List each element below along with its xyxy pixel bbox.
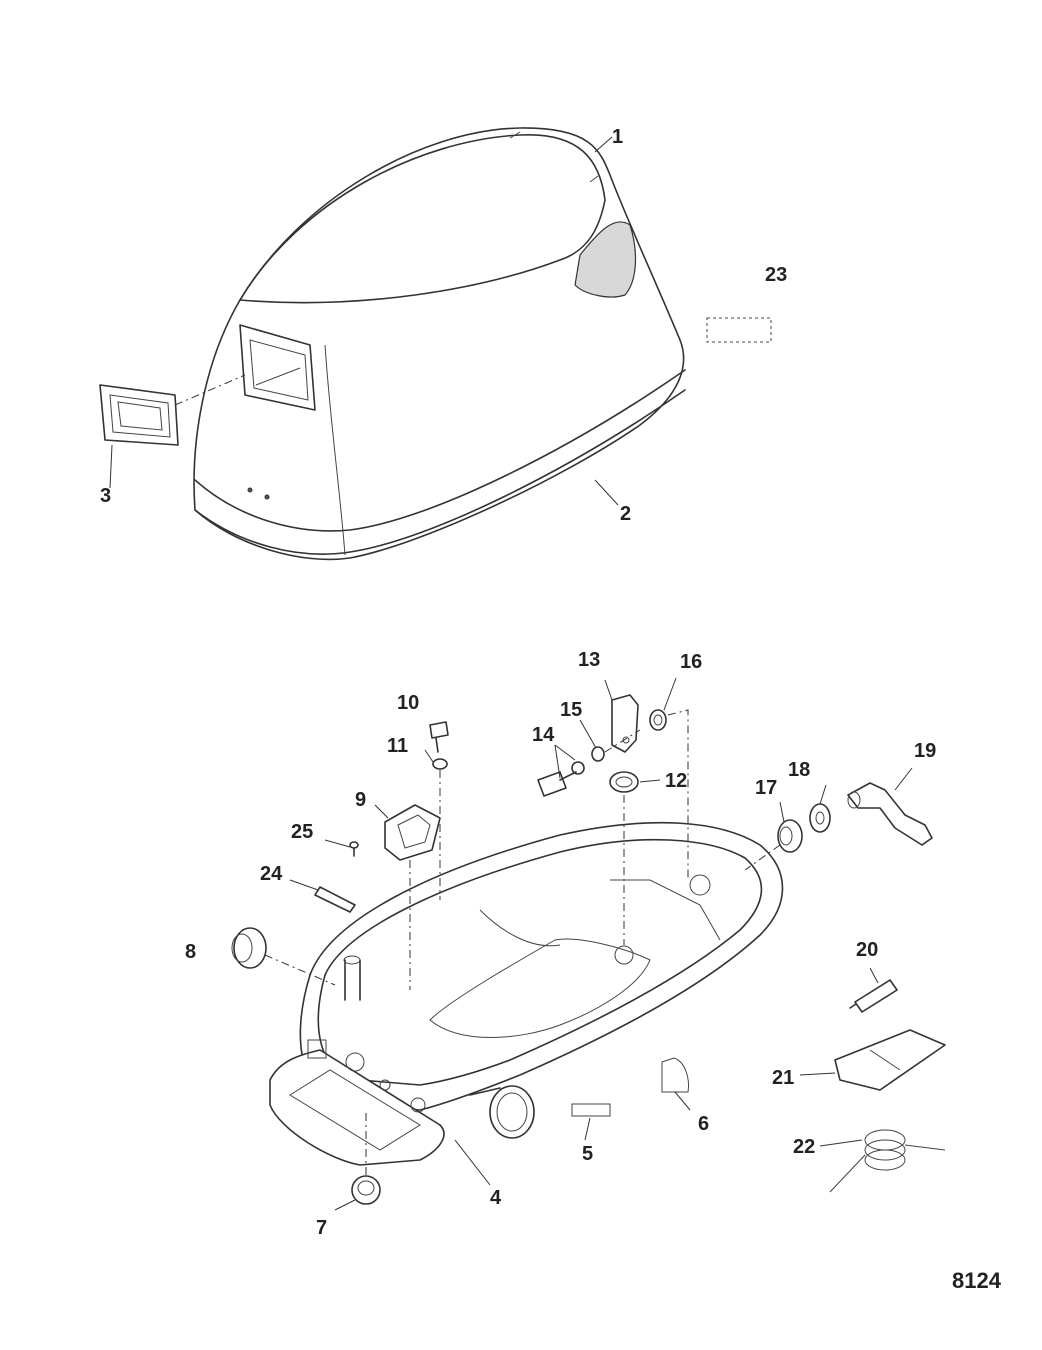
callout-5: 5 [582, 1143, 593, 1165]
callout-14: 14 [532, 724, 555, 746]
grommet-part [231, 927, 336, 986]
leader-lines [289, 677, 913, 1211]
callout-18: 18 [788, 759, 810, 781]
callout-4: 4 [490, 1187, 502, 1209]
small-parts [314, 841, 359, 913]
grommet-top-part [609, 771, 639, 945]
callout-3: 3 [100, 485, 111, 507]
callout-25: 25 [291, 821, 313, 843]
bottom-cowl-part [269, 821, 784, 1166]
callout-1: 1 [612, 126, 623, 148]
decal-part [706, 317, 772, 343]
lever-assembly-part [744, 782, 933, 871]
callout-16: 16 [680, 651, 702, 673]
window-seal-part [99, 374, 246, 446]
callout-6: 6 [698, 1113, 709, 1135]
callout-10: 10 [397, 692, 419, 714]
screw-washer-part [429, 721, 449, 900]
callout-9: 9 [355, 789, 366, 811]
callout-7: 7 [316, 1217, 327, 1239]
callout-13: 13 [578, 649, 600, 671]
callout-17: 17 [755, 777, 777, 799]
callout-12: 12 [665, 770, 687, 792]
callout-23: 23 [765, 264, 787, 286]
callout-24: 24 [260, 863, 283, 885]
callout-22: 22 [793, 1136, 815, 1158]
callout-11: 11 [387, 735, 408, 757]
callout-8: 8 [185, 941, 196, 963]
callout-21: 21 [772, 1067, 794, 1089]
labels-part [571, 1057, 689, 1117]
accessory-parts [829, 979, 946, 1193]
figure-number: 8124 [952, 1268, 1002, 1293]
bottom-grommet-part [351, 1110, 381, 1205]
callout-2: 2 [620, 503, 631, 525]
callout-20: 20 [856, 939, 878, 961]
callout-19: 19 [914, 740, 936, 762]
square-seal-part [384, 804, 441, 990]
callout-15: 15 [560, 699, 582, 721]
top-cowl-part [193, 127, 686, 561]
latch-plate-part [537, 694, 689, 880]
